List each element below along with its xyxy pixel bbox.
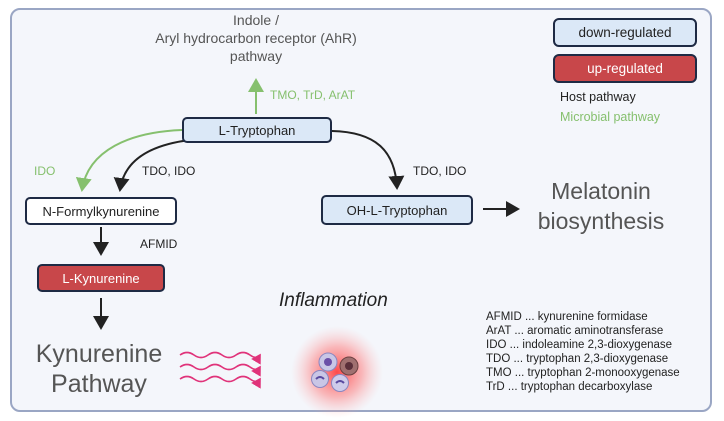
label-tdo-ido-left: TDO, IDO <box>142 164 196 178</box>
legend-microbial-pathway: Microbial pathway <box>560 110 661 124</box>
legend-down-regulated: down-regulated <box>553 18 697 47</box>
label-tdo-ido-right: TDO, IDO <box>413 164 467 178</box>
label-afmid: AFMID <box>140 237 178 251</box>
legend-up-regulated: up-regulated <box>553 54 697 83</box>
kynurenine-pathway-line1: Kynurenine <box>35 340 163 368</box>
melatonin-biosynthesis-line1: Melatonin <box>551 178 651 204</box>
arrow-tdo-ido-left <box>113 139 191 192</box>
inflammation-cells-icon <box>291 326 383 418</box>
inflammation-label: Inflammation <box>279 290 388 311</box>
ahr-title-line3: pathway <box>229 48 283 64</box>
abbrev-tmo: TMO ... tryptophan 2-monooxygenase <box>486 367 680 379</box>
kynurenine-pathway-line2: Pathway <box>51 370 147 398</box>
ahr-title-line1: Indole / <box>233 12 279 28</box>
wave-arrow-3 <box>179 375 261 389</box>
ahr-enzymes-label: TMO, TrD, ArAT <box>270 88 356 102</box>
wave-arrow-1 <box>179 351 261 365</box>
arrow-tdo-ido-right <box>331 130 405 190</box>
node-l-tryptophan: L-Tryptophan <box>182 117 332 143</box>
node-n-formylkynurenine: N-Formylkynurenine <box>25 197 177 225</box>
abbrev-tdo: TDO ... tryptophan 2,3-dioxygenase <box>486 353 669 365</box>
arrow-ido-microbial <box>75 129 183 192</box>
node-oh-l-tryptophan: OH-L-Tryptophan <box>321 195 473 225</box>
legend-host-pathway: Host pathway <box>560 90 636 104</box>
abbrev-ido: IDO ... indoleamine 2,3-dioxygenase <box>486 339 673 351</box>
node-l-kynurenine: L-Kynurenine <box>37 264 165 292</box>
label-ido-microbial: IDO <box>34 164 56 178</box>
melatonin-biosynthesis-line2: biosynthesis <box>537 208 665 234</box>
abbrev-arat: ArAT ... aromatic aminotransferase <box>486 325 664 337</box>
ahr-title-line2: Aryl hydrocarbon receptor (AhR) <box>155 30 357 46</box>
wave-arrow-2 <box>179 363 261 377</box>
abbrev-trd: TrD ... tryptophan decarboxylase <box>486 381 653 393</box>
abbrev-afmid: AFMID ... kynurenine formidase <box>486 311 648 323</box>
